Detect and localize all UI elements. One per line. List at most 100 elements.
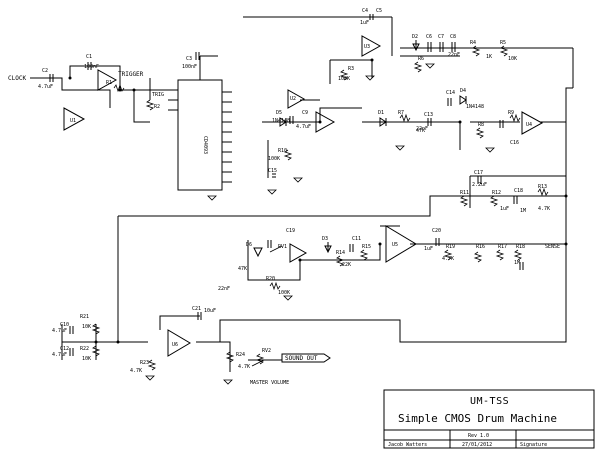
val-r19: 4.7K — [442, 256, 454, 262]
title-text: UM-TSS — [470, 396, 509, 407]
val-r18: 1M — [514, 260, 520, 266]
ref-u5: U5 — [392, 242, 398, 248]
signature-text: Signature — [520, 442, 547, 448]
ref-r24: R24 — [236, 352, 245, 358]
ref-c11: C11 — [352, 236, 361, 242]
val-r4: 1K — [486, 54, 492, 60]
val-c10: 4.7uF — [52, 328, 67, 334]
ref-r1: R1 — [106, 80, 112, 86]
ref-r14: R14 — [336, 250, 345, 256]
ref-c17: C17 — [474, 170, 483, 176]
ref-rv1: RV1 — [278, 244, 287, 250]
ref-r10: R10 — [278, 148, 287, 154]
opamp-u1 — [63, 107, 86, 131]
val-r5: 10K — [508, 56, 517, 62]
ref-r12: R12 — [492, 190, 501, 196]
pots — [251, 245, 283, 367]
ref-c12: C12 — [60, 346, 69, 352]
val-c17: 2.2uF — [472, 182, 487, 188]
ref-r9: R9 — [508, 110, 514, 116]
val-r22: 10K — [82, 356, 91, 362]
ref-r22: R22 — [80, 346, 89, 352]
opamp-u2b — [315, 111, 336, 133]
diodes — [253, 40, 467, 258]
val-c13: 22nF — [416, 126, 428, 132]
val-d5: 1N4148 — [272, 118, 290, 124]
val-c22: 22nF — [218, 286, 230, 292]
ref-r19: R19 — [446, 244, 455, 250]
ref-d2: D2 — [412, 34, 418, 40]
val-c9: 4.7uF — [296, 124, 311, 130]
sense-label: SENSE — [545, 244, 560, 250]
val-r14: 22K — [342, 262, 351, 268]
date-text: 27/01/2012 — [462, 442, 492, 448]
op-amps — [63, 35, 544, 357]
ref-c13: C13 — [424, 112, 433, 118]
ref-c5: C5 — [376, 8, 382, 14]
ref-c21: C21 — [192, 306, 201, 312]
val-r13: 4.7K — [538, 206, 550, 212]
ref-d4: D4 — [460, 88, 466, 94]
ref-r20: R20 — [266, 276, 275, 282]
val-c3: 100nF — [182, 64, 197, 70]
ref-r5: R5 — [500, 40, 506, 46]
ref-c6: C6 — [426, 34, 432, 40]
ref-r17: R17 — [498, 244, 507, 250]
title-block: UM-TSS Simple CMOS Drum Machine Jacob Wa… — [383, 389, 595, 449]
opamp-u4 — [521, 111, 544, 135]
val-r25: 47K — [238, 266, 247, 272]
opamp-u2 — [287, 89, 306, 109]
ref-r8: R8 — [478, 122, 484, 128]
ref-r16: R16 — [476, 244, 485, 250]
ref-c8: C8 — [450, 34, 456, 40]
ref-r13: R13 — [538, 184, 547, 190]
ref-c1: C1 — [86, 54, 92, 60]
sound-out-label: SOUND OUT — [285, 355, 318, 362]
text-labels: CLOCK TRIGGER TRIG SOUND OUT MASTER VOLU… — [8, 8, 560, 386]
val-c20: 1uF — [424, 246, 433, 252]
val-c21: 10uF — [204, 308, 216, 314]
grounds — [145, 63, 495, 385]
rev-text: Rev 1.0 — [468, 433, 489, 439]
val-r20: 100K — [278, 290, 290, 296]
val-c12: 4.7uF — [52, 352, 67, 358]
ref-r7: R7 — [398, 110, 404, 116]
ref-rv2: RV2 — [262, 348, 271, 354]
ref-u4: U4 — [526, 122, 532, 128]
capacitors — [49, 14, 524, 356]
ref-c16: C16 — [510, 140, 519, 146]
ref-d6: D6 — [246, 242, 252, 248]
ref-c3: C3 — [186, 56, 192, 62]
ref-r21: R21 — [80, 314, 89, 320]
clock-input-label: CLOCK — [8, 75, 26, 82]
wires — [30, 16, 574, 372]
val-r24: 4.7K — [238, 364, 250, 370]
val-r21: 10K — [82, 324, 91, 330]
ref-d3: D3 — [322, 236, 328, 242]
ref-r11: R11 — [460, 190, 469, 196]
resistors — [91, 45, 549, 371]
ref-c18: C18 — [514, 188, 523, 194]
val-c8: 22nF — [448, 52, 460, 58]
trig-net-label: TRIG — [152, 92, 164, 98]
val-r3: 100K — [338, 76, 350, 82]
val-c4: 1uF — [360, 20, 369, 26]
ref-u6: U6 — [172, 342, 178, 348]
ref-r6: R6 — [418, 56, 424, 62]
ref-r18: R18 — [516, 244, 525, 250]
ref-d1: D1 — [378, 110, 384, 116]
val-c2: 4.7uF — [38, 84, 53, 90]
ref-u3: U3 — [364, 44, 370, 50]
ref-c20: C20 — [432, 228, 441, 234]
trigger-label: TRIGGER — [118, 71, 144, 78]
ref-u1: U1 — [70, 118, 76, 124]
ref-r23: R23 — [140, 360, 149, 366]
ref-c2: C2 — [42, 68, 48, 74]
ref-c9: C9 — [302, 110, 308, 116]
ref-c4: C4 — [362, 8, 368, 14]
author-text: Jacob Watters — [388, 442, 427, 448]
ref-u2: U2 — [290, 96, 296, 102]
opamp-u6 — [167, 329, 191, 357]
ref-c15: C15 — [268, 168, 277, 174]
